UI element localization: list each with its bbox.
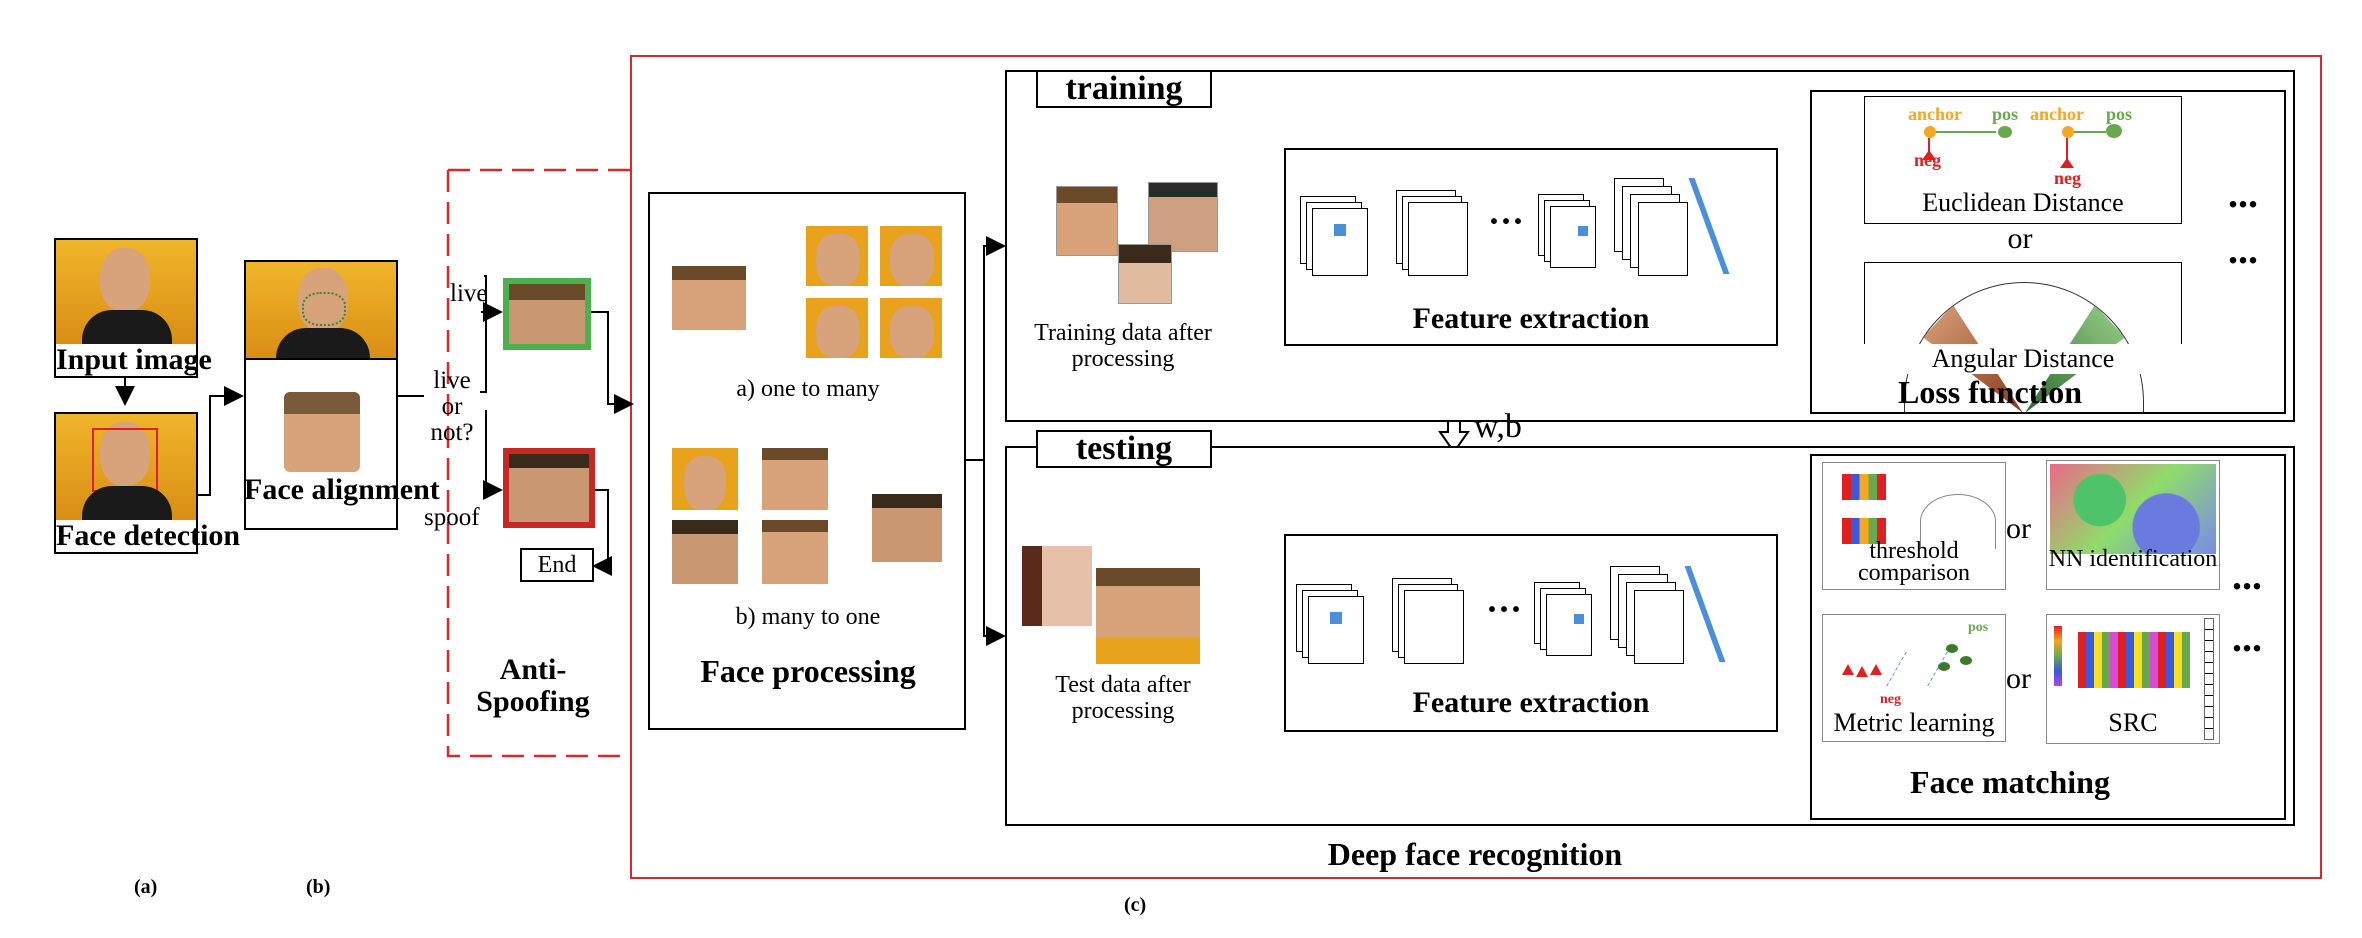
matching-or-1: or xyxy=(2006,512,2031,545)
fp-many-3 xyxy=(672,520,738,584)
threshold-dome xyxy=(1920,494,1996,549)
input-image-label: Input image xyxy=(54,343,212,378)
training-data-label: Training data after processing xyxy=(1034,320,1212,372)
deep-recognition-title: Deep face recognition xyxy=(1327,836,1623,872)
threshold-bars-2 xyxy=(1842,518,1886,544)
test-face-1 xyxy=(1022,546,1092,626)
pos-label-1: pos xyxy=(1992,104,2019,124)
pos-label-2: pos xyxy=(2106,104,2133,124)
end-box: End xyxy=(520,548,594,582)
face-alignment-label: Face alignment xyxy=(244,473,440,506)
fp-many-4 xyxy=(762,520,828,584)
nn-map xyxy=(2050,464,2216,554)
neg-label-1: neg xyxy=(1914,150,1941,170)
metric-box xyxy=(1822,614,2006,742)
alignment-input-photo xyxy=(244,260,398,360)
detection-box xyxy=(92,428,158,492)
deep-recognition-frame xyxy=(630,55,2322,879)
one-to-many-label: a) one to many xyxy=(736,376,880,402)
train-feature-label: Feature extraction xyxy=(1412,302,1650,335)
anti-spoofing-frame xyxy=(446,170,630,758)
loss-more-1: ... xyxy=(2228,171,2258,216)
test-cnn-layers-2 xyxy=(1534,566,1766,676)
spoof-face xyxy=(503,448,595,528)
test-ellipsis: ··· xyxy=(1486,589,1523,629)
pos-dot-1 xyxy=(1998,126,2012,138)
src-label: SRC xyxy=(2108,708,2158,737)
panel-a-label: (a) xyxy=(134,876,158,898)
test-face-2 xyxy=(1096,568,1200,664)
live-face xyxy=(503,278,591,350)
face-matching-title: Face matching xyxy=(1910,764,2110,800)
src-coeffs xyxy=(2204,618,2214,740)
loss-or-label: or xyxy=(2007,222,2033,255)
anchor-label-2: anchor xyxy=(2030,104,2084,124)
train-ellipsis: ··· xyxy=(1488,201,1525,241)
live-label: live xyxy=(450,280,488,307)
fp-variant-2 xyxy=(880,226,942,286)
threshold-label: threshold comparison xyxy=(1858,538,1970,586)
panel-b-label: (b) xyxy=(306,876,331,898)
fp-target-face xyxy=(872,494,942,562)
train-cnn-layers-1 xyxy=(1300,190,1470,276)
metric-neg-label: neg xyxy=(1880,692,1901,707)
anchor-label-1: anchor xyxy=(1908,104,1962,124)
many-to-one-label: b) many to one xyxy=(735,604,881,630)
train-face-1 xyxy=(1056,186,1118,256)
wb-label: w,b xyxy=(1474,408,1522,445)
face-detection-label: Face detection xyxy=(54,519,241,554)
src-dictionary xyxy=(2078,632,2190,688)
anchor-dot-1 xyxy=(1924,126,1936,138)
fp-variant-3 xyxy=(806,298,868,358)
pos-dot-2 xyxy=(2106,124,2122,138)
nn-label: NN identification xyxy=(2048,546,2218,572)
src-vector xyxy=(2054,626,2062,686)
aligned-face-crop xyxy=(284,392,360,472)
fp-source-face xyxy=(672,266,746,330)
neg-marker-1 xyxy=(1922,150,1936,160)
metric-pos-label: pos xyxy=(1968,620,1989,635)
anchor-dot-2 xyxy=(2062,126,2074,138)
loss-more-2: ... xyxy=(2228,227,2258,272)
live-or-not-label: live or not? xyxy=(430,367,474,446)
train-face-2 xyxy=(1148,182,1218,252)
fp-variant-4 xyxy=(880,298,942,358)
input-image-photo xyxy=(54,238,198,346)
panel-c-label: (c) xyxy=(1124,894,1147,916)
loss-function-title: Loss function xyxy=(1897,374,2083,410)
face-detection-photo xyxy=(54,412,198,522)
anti-spoofing-title: Anti-Spoofing xyxy=(476,653,590,718)
matching-more-1: ... xyxy=(2232,553,2262,598)
training-title: training xyxy=(1036,70,1212,108)
fp-variant-1 xyxy=(806,226,868,286)
euclidean-label: Euclidean Distance xyxy=(1922,188,2124,217)
neg-marker-2 xyxy=(2060,158,2074,168)
train-face-3 xyxy=(1118,244,1172,304)
matching-more-2: ... xyxy=(2232,615,2262,660)
metric-label: Metric learning xyxy=(1833,708,1995,737)
threshold-bars-1 xyxy=(1842,474,1886,500)
test-data-label: Test data after processing xyxy=(1055,672,1191,724)
testing-title: testing xyxy=(1036,430,1212,468)
matching-or-2: or xyxy=(2006,662,2031,695)
angular-label: Angular Distance xyxy=(1864,344,2182,374)
test-feature-label: Feature extraction xyxy=(1412,686,1650,719)
neg-label-2: neg xyxy=(2054,168,2081,188)
fp-many-2 xyxy=(762,448,828,510)
fp-many-1 xyxy=(672,448,738,510)
spoof-label: spoof xyxy=(424,504,480,531)
train-cnn-layers-2 xyxy=(1538,178,1770,288)
test-cnn-layers-1 xyxy=(1296,578,1466,664)
euclidean-box xyxy=(1864,96,2182,224)
face-processing-title: Face processing xyxy=(700,653,916,689)
test-feature-box xyxy=(1284,534,1778,732)
